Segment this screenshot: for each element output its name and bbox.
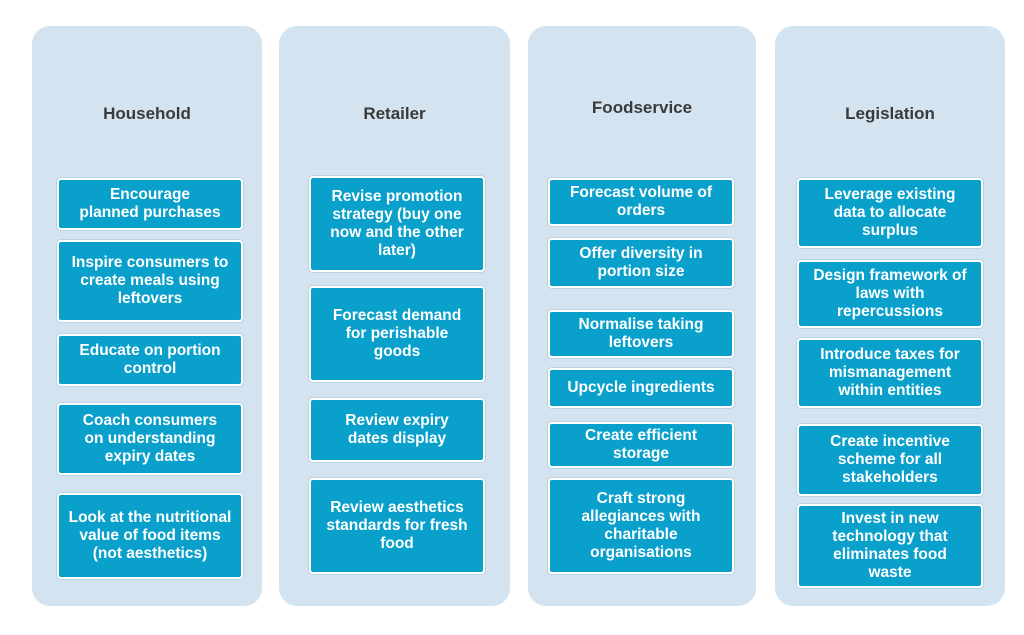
action-box: Leverage existing data to allocate surpl… [797,178,983,248]
column-retailer: Retailer Revise promotion strategy (buy … [279,26,510,606]
action-box: Review aesthetics standards for fresh fo… [309,478,485,574]
action-box: Create incentive scheme for all stakehol… [797,424,983,496]
column-foodservice: Foodservice Forecast volume of orders Of… [528,26,756,606]
action-box: Craft strong allegiances with charitable… [548,478,734,574]
column-title: Legislation [845,104,935,123]
action-box: Encourage planned purchases [57,178,243,230]
column-legislation: Legislation Leverage existing data to al… [775,26,1005,606]
action-box: Inspire consumers to create meals using … [57,240,243,322]
column-household: Household Encourage planned purchases In… [32,26,262,606]
action-box: Coach consumers on understanding expiry … [57,403,243,475]
action-box: Look at the nutritional value of food it… [57,493,243,579]
action-box: Upcycle ingredients [548,368,734,408]
action-box: Offer diversity in portion size [548,238,734,288]
action-box: Introduce taxes for mismanagement within… [797,338,983,408]
action-box: Review expiry dates display [309,398,485,462]
column-title: Retailer [363,104,426,123]
action-box: Invest in new technology that eliminates… [797,504,983,588]
action-box: Revise promotion strategy (buy one now a… [309,176,485,272]
action-box: Forecast volume of orders [548,178,734,226]
action-box: Forecast demand for perishable goods [309,286,485,382]
action-box: Create efficient storage [548,422,734,468]
action-box: Design framework of laws with repercussi… [797,260,983,328]
action-box: Normalise taking leftovers [548,310,734,358]
column-title: Foodservice [591,98,693,117]
column-title: Household [103,104,191,123]
action-box: Educate on portion control [57,334,243,386]
